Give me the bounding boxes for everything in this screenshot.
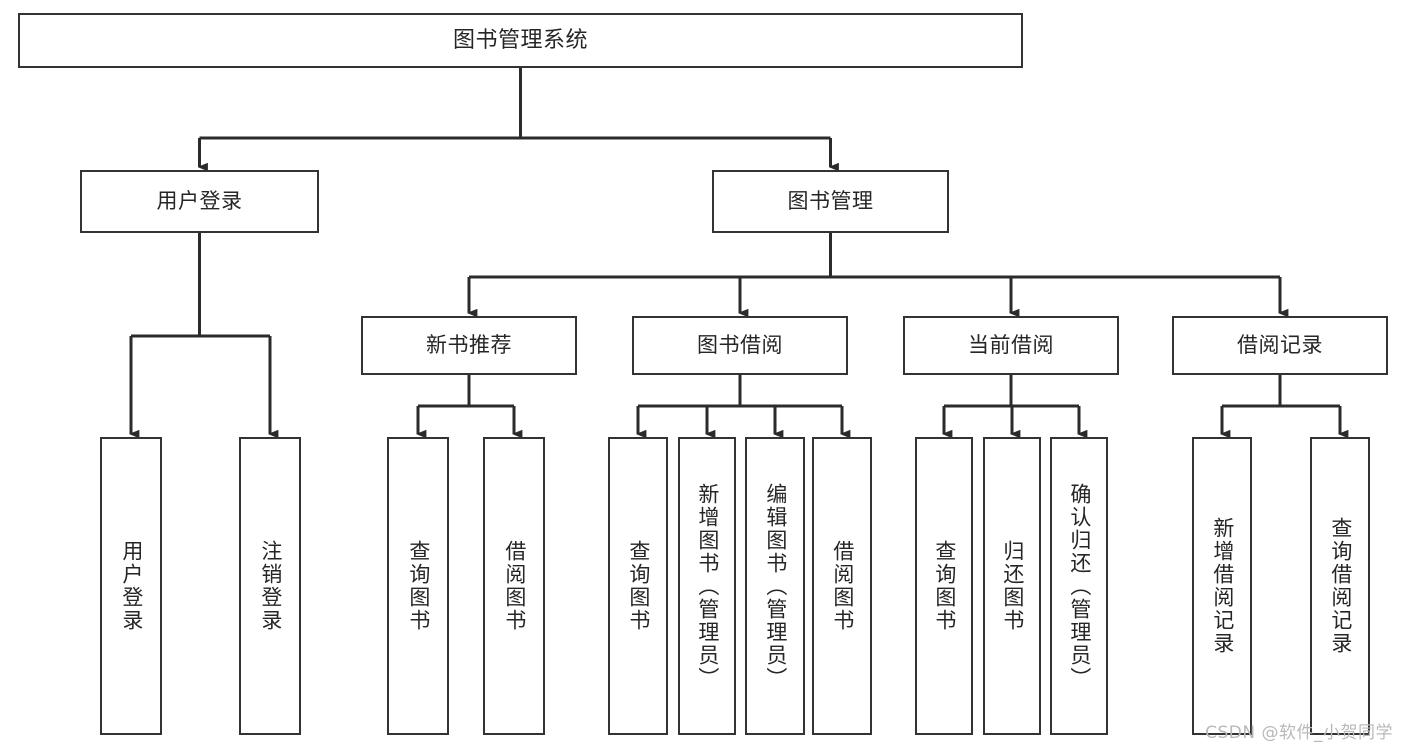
node-new-book-recommend[interactable]: 新书推荐 bbox=[361, 316, 577, 375]
node-root-system[interactable]: 图书管理系统 bbox=[18, 13, 1023, 68]
leaf-query-book-current-label: 查询图书 bbox=[932, 540, 957, 632]
leaf-query-book-recommend-label: 查询图书 bbox=[406, 540, 431, 632]
leaf-borrow-book-borrow-label: 借阅图书 bbox=[830, 540, 855, 632]
node-book-borrow-label: 图书借阅 bbox=[697, 333, 783, 358]
leaf-user-login[interactable]: 用户登录 bbox=[100, 437, 162, 735]
leaf-add-book-admin-label: 新增图书（管理员） bbox=[695, 482, 720, 690]
node-book-borrow[interactable]: 图书借阅 bbox=[632, 316, 848, 375]
leaf-edit-book-admin[interactable]: 编辑图书（管理员） bbox=[745, 437, 805, 735]
leaf-user-login-label: 用户登录 bbox=[119, 540, 144, 632]
leaf-add-borrow-record-label: 新增借阅记录 bbox=[1210, 517, 1235, 655]
leaf-query-borrow-record-label: 查询借阅记录 bbox=[1328, 517, 1353, 655]
node-borrow-records-label: 借阅记录 bbox=[1237, 333, 1323, 358]
leaf-confirm-return-admin-label: 确认归还（管理员） bbox=[1067, 482, 1092, 690]
node-borrow-records[interactable]: 借阅记录 bbox=[1172, 316, 1388, 375]
watermark-credit: CSDN @软件_小贺同学 bbox=[1205, 723, 1393, 743]
leaf-confirm-return-admin[interactable]: 确认归还（管理员） bbox=[1050, 437, 1108, 735]
leaf-query-book-current[interactable]: 查询图书 bbox=[915, 437, 973, 735]
node-current-borrow-label: 当前借阅 bbox=[968, 333, 1054, 358]
leaf-query-book-borrow-label: 查询图书 bbox=[626, 540, 651, 632]
leaf-add-borrow-record[interactable]: 新增借阅记录 bbox=[1192, 437, 1252, 735]
node-book-management-label: 图书管理 bbox=[787, 189, 874, 214]
leaf-add-book-admin[interactable]: 新增图书（管理员） bbox=[678, 437, 736, 735]
leaf-borrow-book-borrow[interactable]: 借阅图书 bbox=[812, 437, 872, 735]
leaf-user-logout-label: 注销登录 bbox=[258, 540, 283, 632]
leaf-borrow-book-recommend[interactable]: 借阅图书 bbox=[483, 437, 545, 735]
node-current-borrow[interactable]: 当前借阅 bbox=[903, 316, 1119, 375]
node-user-login[interactable]: 用户登录 bbox=[80, 170, 319, 233]
node-user-login-label: 用户登录 bbox=[156, 189, 243, 214]
leaf-edit-book-admin-label: 编辑图书（管理员） bbox=[763, 482, 788, 690]
node-root-system-label: 图书管理系统 bbox=[452, 27, 588, 53]
leaf-return-book-label: 归还图书 bbox=[1000, 540, 1025, 632]
leaf-query-book-borrow[interactable]: 查询图书 bbox=[608, 437, 668, 735]
node-new-book-recommend-label: 新书推荐 bbox=[426, 333, 512, 358]
leaf-return-book[interactable]: 归还图书 bbox=[983, 437, 1041, 735]
leaf-user-logout[interactable]: 注销登录 bbox=[239, 437, 301, 735]
leaf-borrow-book-recommend-label: 借阅图书 bbox=[502, 540, 527, 632]
leaf-query-book-recommend[interactable]: 查询图书 bbox=[387, 437, 449, 735]
node-book-management[interactable]: 图书管理 bbox=[712, 170, 949, 233]
leaf-query-borrow-record[interactable]: 查询借阅记录 bbox=[1310, 437, 1370, 735]
